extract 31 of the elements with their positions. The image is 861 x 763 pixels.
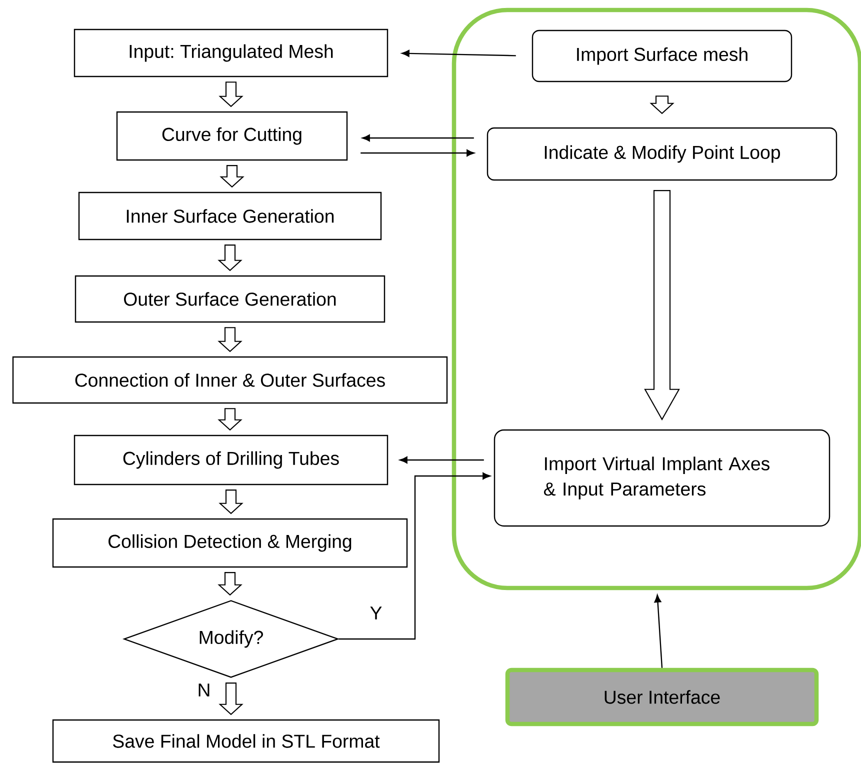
- process-box: Indicate & Modify Point Loop: [486, 127, 838, 181]
- block-arrow: [218, 682, 244, 716]
- process-box: Outer Surface Generation: [74, 275, 386, 323]
- interface-box: User Interface: [505, 668, 819, 726]
- process-box: Collision Detection & Merging: [52, 518, 408, 568]
- arrow: [362, 134, 474, 142]
- process-box: Save Final Model in STL Format: [52, 719, 440, 763]
- arrow: [402, 50, 516, 57]
- process-box: Input: Triangulated Mesh: [74, 28, 388, 78]
- arrow: [400, 456, 484, 464]
- block-arrow: [218, 82, 244, 108]
- arrow: [360, 150, 474, 156]
- block-arrow: [644, 190, 680, 420]
- block-arrow: [220, 165, 244, 188]
- block-arrow: [218, 327, 242, 352]
- edge-label: N: [196, 682, 212, 698]
- edge-label: Y: [368, 605, 384, 621]
- arrow: [654, 594, 663, 668]
- block-arrow: [218, 408, 242, 431]
- process-box: Inner Surface Generation: [78, 192, 382, 240]
- arrow: [338, 472, 490, 640]
- block-arrow: [218, 572, 242, 596]
- process-box: Curve for Cutting: [116, 111, 348, 161]
- block-arrow: [218, 490, 244, 514]
- group-frame: [452, 8, 861, 590]
- process-box: Import Virtual Implant Axes & Input Parameters: [494, 429, 830, 527]
- block-arrow: [650, 96, 674, 114]
- process-box: Cylinders of Drilling Tubes: [74, 434, 388, 486]
- block-arrow: [218, 244, 242, 272]
- process-box: Import Surface mesh: [532, 30, 792, 82]
- process-box: Connection of Inner & Outer Surfaces: [12, 356, 448, 404]
